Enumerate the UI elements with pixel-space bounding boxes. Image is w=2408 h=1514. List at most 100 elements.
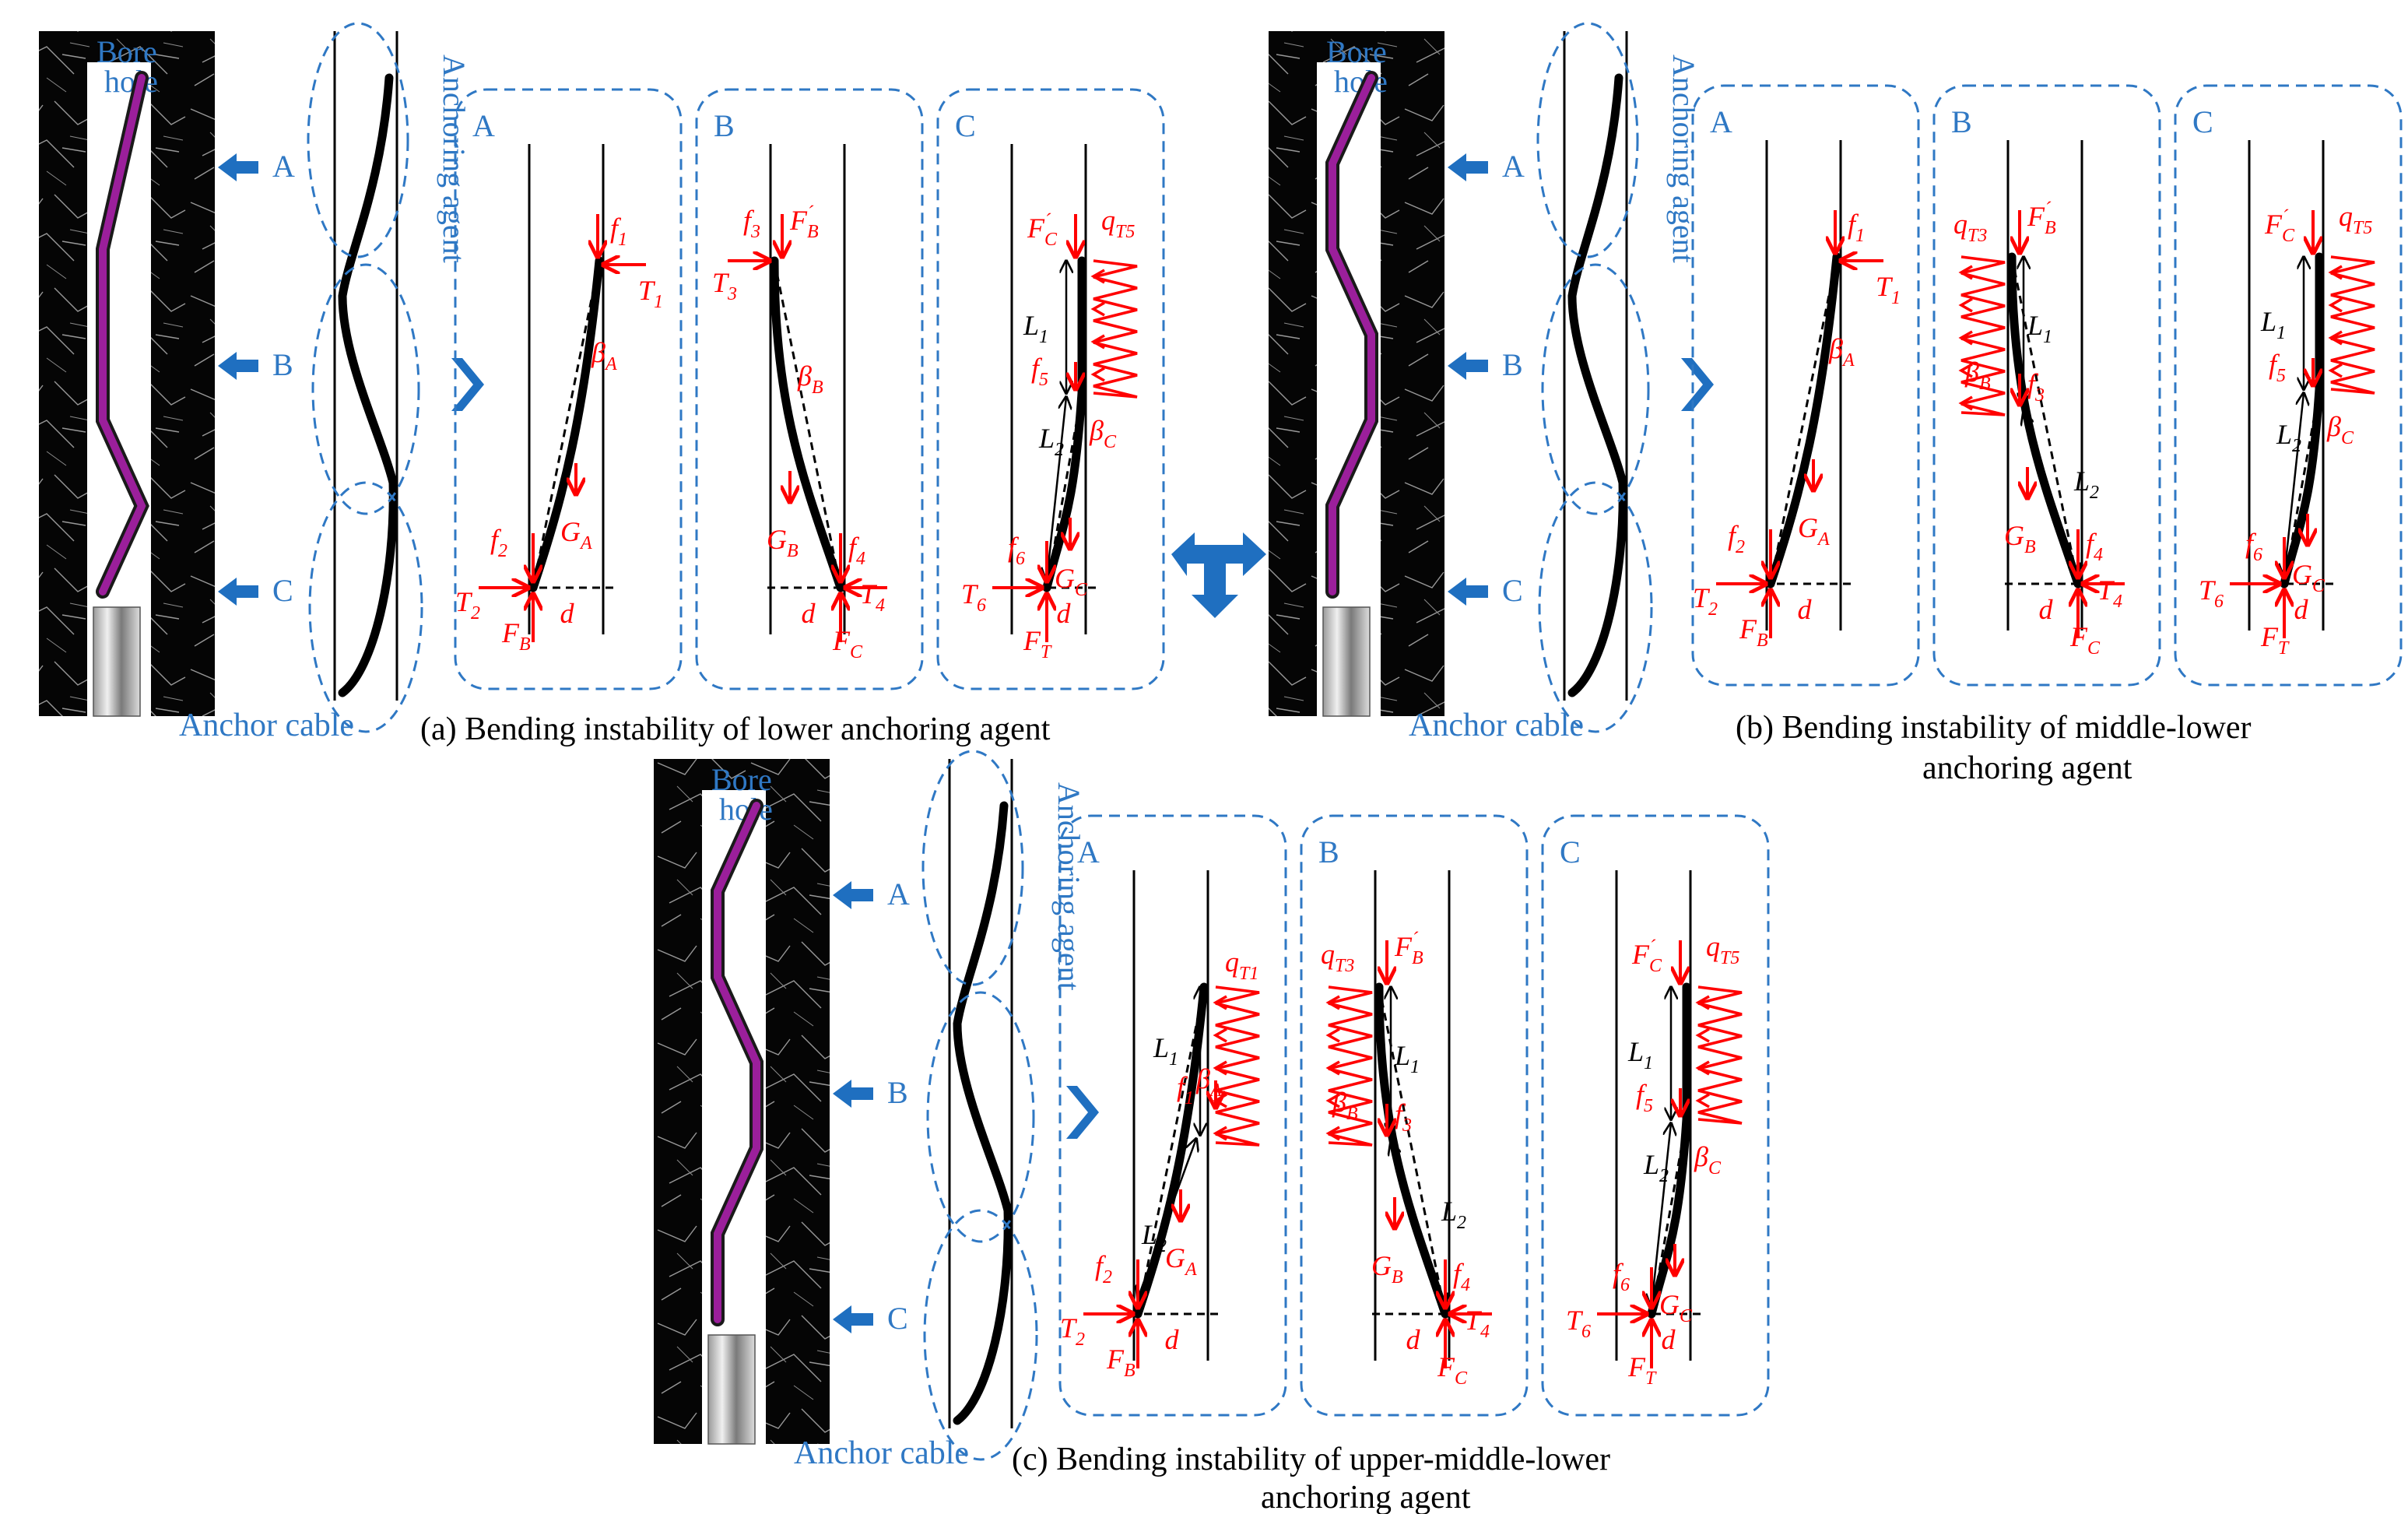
length-l2: L2 [2073,465,2099,503]
caption-b-line1: (b) Bending instability of middle-lower [1736,710,2252,746]
load-q-label: qT3 [1953,209,1987,246]
section-label-c: C [1502,573,1523,608]
anchoring-agent-label: Anchoring agent [1666,54,1701,263]
length-l2: L2 [2276,419,2301,456]
section-label-b: B [272,347,293,382]
reaction-fb-prime-label: F´B [789,203,819,242]
length-l2: L2 [1643,1149,1669,1186]
gravity-ga-label: GA [560,516,592,553]
width-d: d [1662,1324,1676,1355]
angle-beta-b: βB [1964,357,1991,394]
gravity-gb-label: GB [2004,520,2036,557]
friction-f2-label: f2 [1095,1250,1112,1287]
length-l1: L1 [1153,1032,1178,1070]
reaction-fb-label: FB [1739,613,1768,651]
left-arrow-icon [1448,153,1488,181]
deformation-zone-b [1541,263,1650,515]
reaction-fc-prime-label: F´C [1027,211,1058,250]
reaction-ft-label: FT [1023,625,1052,662]
tension-t2-label: T2 [455,586,480,624]
reaction-fb-prime-label: F´B [2027,199,2056,238]
gravity-gb-label: GB [767,524,799,561]
anchor-cable-label: Anchor cable [179,708,354,743]
deformed-cable [1567,73,1627,697]
reaction-fc-prime-label: F´C [1631,937,1662,976]
gravity-gc-label: GC [1055,563,1088,600]
width-d: d [560,598,575,629]
angle-beta-b: βB [1332,1087,1358,1124]
bore-hole-label: Bore [97,34,157,69]
anchoring-agent-segments [99,74,146,595]
section-label-a: A [887,876,910,912]
friction-f2-label: f2 [1728,520,1745,557]
tension-t6-label: T6 [961,578,986,616]
deformation-zone-c [1538,481,1653,733]
panel-letter: C [2192,104,2213,139]
distributed-load [1090,259,1138,399]
deformation-zone-b [311,263,420,515]
width-d: d [2294,594,2309,625]
distributed-load [1325,985,1373,1147]
section-label-a: A [1502,149,1525,184]
friction-f6-label: f6 [2245,528,2262,565]
angle-beta-a: βA [1195,1063,1222,1101]
tension-t3-label: T3 [712,267,737,304]
reaction-ft-label: FT [1627,1351,1657,1389]
section-label-c: C [272,573,293,608]
left-arrow-icon [218,153,258,181]
length-l1: L1 [2027,310,2052,347]
tension-t1-label: T1 [1876,271,1901,308]
friction-f4-label: f4 [848,532,865,569]
deformation-zone-a [307,22,409,258]
caption-c-line1: (c) Bending instability of upper-middle-… [1012,1442,1610,1477]
length-l1: L1 [2260,306,2286,343]
angle-beta-c: βC [1089,415,1117,452]
left-arrow-icon [218,578,258,606]
cable-deformation-schematic [1563,31,1628,701]
deformation-zone-c [923,1209,1038,1461]
tension-t6-label: T6 [2199,574,2224,612]
reaction-fc-label: FC [1437,1351,1468,1389]
length-l2: L2 [1038,423,1064,460]
reaction-ft-label: FT [2260,621,2290,659]
panel-letter: C [1560,834,1581,869]
length-l2: L2 [1441,1196,1466,1233]
bidirectional-arrow-icon [1171,532,1266,618]
section-label-a: A [272,149,295,184]
friction-f4-label: f4 [2086,528,2103,565]
bent-anchoring-agent [770,256,845,592]
friction-f6-label: f6 [1008,532,1025,569]
deformed-cable [338,73,398,697]
deformed-cable [953,801,1013,1425]
tension-t2-label: T2 [1693,582,1718,620]
anchor-cable-image [93,606,141,717]
length-l1: L1 [1023,310,1048,347]
anchor-cable-label: Anchor cable [1409,708,1584,743]
anchoring-agent-label: Anchoring agent [1051,782,1086,991]
friction-f3-label: f3 [743,205,760,242]
distributed-load [1958,255,2006,416]
panel-letter: A [472,108,495,143]
gravity-ga-label: GA [1165,1242,1197,1280]
section-label-c: C [887,1301,908,1336]
length-l1: L1 [1627,1036,1653,1073]
angle-beta-a: βA [591,337,617,374]
distributed-load [1695,985,1743,1125]
friction-f6-label: f6 [1613,1258,1630,1295]
angle-beta-c: βC [2326,411,2354,448]
friction-f1-label: f1 [610,213,627,250]
caption-b-line2: anchoring agent [1922,750,2132,786]
tension-t1-label: T1 [638,275,663,312]
width-d: d [1798,594,1813,625]
friction-f5-label: f5 [1636,1079,1653,1116]
reaction-fb-label: FB [1106,1344,1136,1381]
gravity-gc-label: GC [1659,1289,1693,1326]
